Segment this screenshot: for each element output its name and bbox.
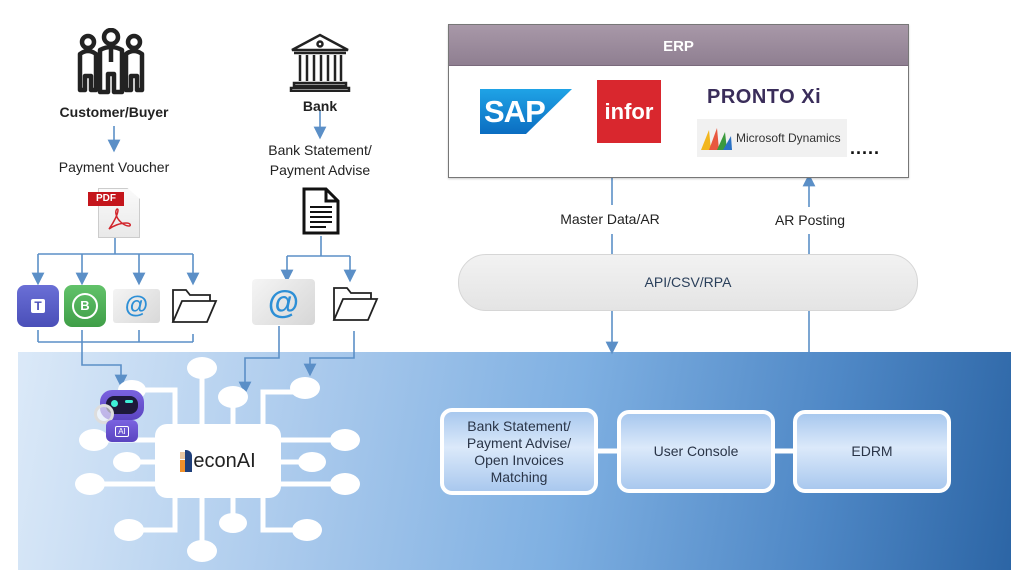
folder-icon[interactable]: [170, 286, 218, 326]
customer-group-icon: [77, 28, 145, 95]
user-console-label: User Console: [653, 443, 739, 459]
whatsapp-business-icon[interactable]: B: [64, 285, 106, 327]
reconai-logo-icon: [180, 450, 193, 472]
payment-voucher-label: Payment Voucher: [58, 159, 170, 175]
robot-ai-badge: AI: [115, 425, 129, 437]
integration-layer: API/CSV/RPA: [458, 254, 918, 311]
process-step-edrm: EDRM: [793, 410, 951, 493]
ar-posting-label: AR Posting: [774, 212, 846, 228]
matching-line-1: Bank Statement/: [467, 417, 571, 434]
matching-line-2: Payment Advise/: [466, 434, 572, 451]
connector-bank-email-to-hub: [238, 326, 280, 395]
statement-document-icon: [302, 187, 340, 235]
pronto-xi-logo: PRONTO Xi: [707, 86, 822, 108]
robot-mascot-icon: AI: [92, 388, 154, 444]
process-step-matching: Bank Statement/ Payment Advise/ Open Inv…: [440, 408, 598, 495]
bank-email-icon[interactable]: @: [252, 279, 315, 325]
bank-icon: [289, 33, 351, 92]
erp-header: ERP: [449, 25, 908, 66]
microsoft-dynamics-icon: [701, 128, 732, 150]
microsoft-dynamics-logo: Microsoft Dynamics: [697, 119, 847, 157]
connector-customer-to-hub: [81, 330, 128, 388]
reconai-brand-label: econAI: [193, 449, 256, 472]
email-icon[interactable]: @: [113, 289, 160, 323]
edrm-label: EDRM: [851, 443, 893, 459]
bank-statement-label-line1: Bank Statement/: [268, 142, 372, 158]
bank-folder-icon[interactable]: [331, 284, 379, 324]
customer-title: Customer/Buyer: [59, 104, 169, 120]
microsoft-dynamics-label: Microsoft Dynamics: [736, 131, 841, 145]
hub-circuit-nodes: [75, 357, 360, 562]
reconai-hub: econAI: [155, 424, 281, 498]
pdf-document-icon: PDF: [88, 188, 140, 238]
connector-bank-folder-to-hub: [303, 331, 355, 377]
bank-title: Bank: [302, 98, 338, 114]
matching-line-3: Open Invoices: [474, 451, 564, 468]
pdf-badge: PDF: [88, 192, 124, 206]
infor-logo: infor: [597, 80, 661, 143]
teams-icon[interactable]: T: [17, 285, 59, 327]
bank-statement-label-line2: Payment Advise: [269, 162, 371, 178]
matching-line-4: Matching: [490, 468, 548, 485]
master-data-ar-label: Master Data/AR: [560, 211, 660, 227]
process-step-user-console: User Console: [617, 410, 775, 493]
more-erp-indicator: .....: [850, 138, 881, 158]
